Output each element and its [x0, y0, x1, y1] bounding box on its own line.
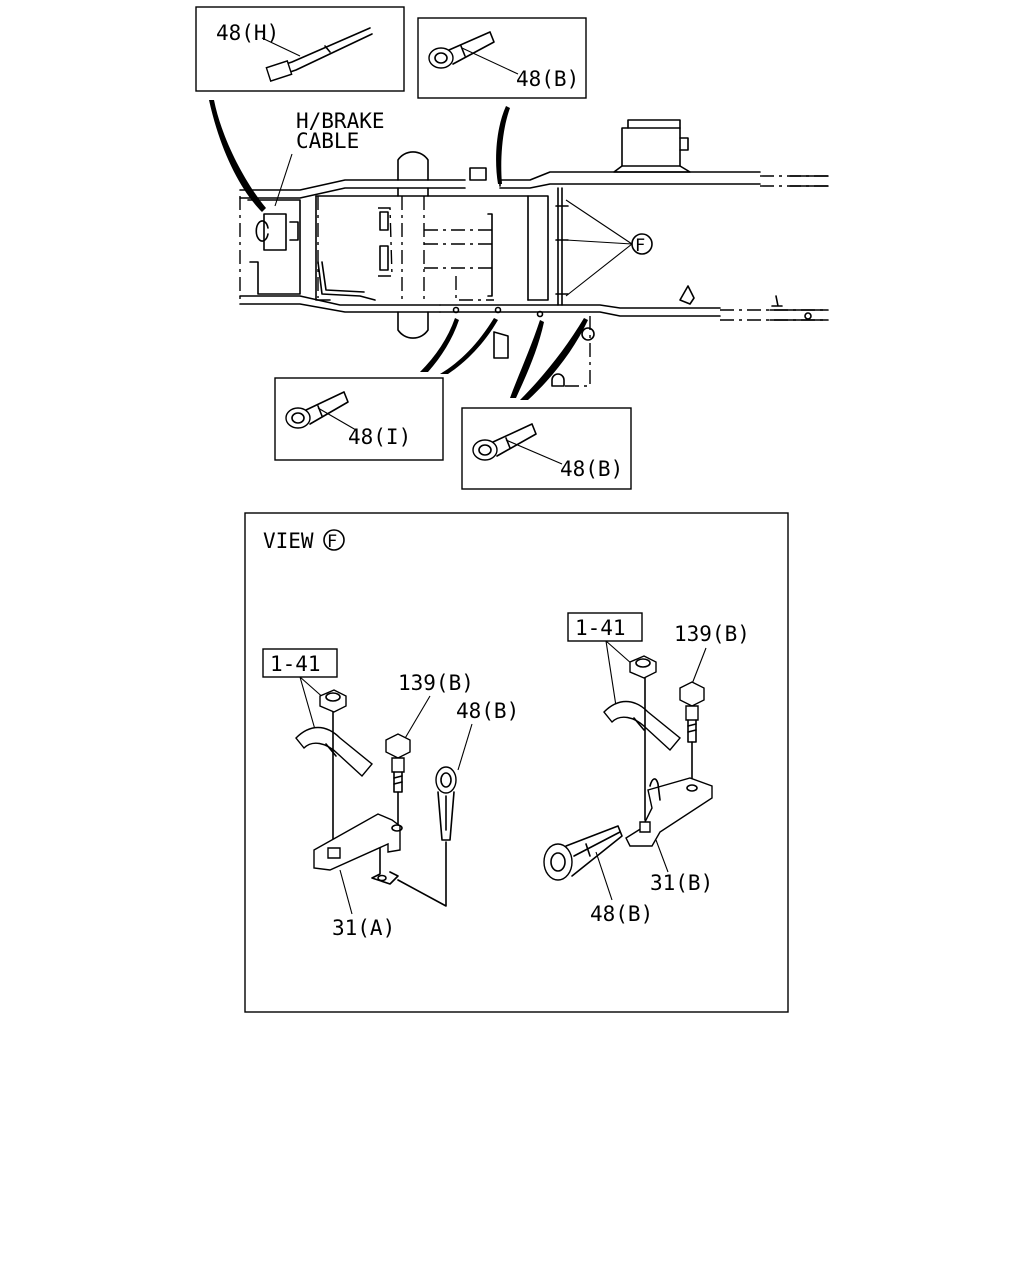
leader-48b-bottom-2 — [520, 318, 588, 400]
ref-right: 1-41 — [575, 616, 626, 640]
view-marker: F — [327, 532, 337, 552]
callout-48h: 48(H) — [195, 6, 405, 92]
clip-icon — [285, 391, 349, 429]
callout-48i: 48(I) — [274, 377, 444, 461]
callout-48b-bottom: 48(B) — [461, 407, 632, 490]
clip-right: 48(B) — [590, 902, 653, 926]
left-assembly: 1-41 139(B) 31(A) — [262, 648, 519, 940]
view-f-panel: VIEW F 1-41 139(B) — [244, 512, 789, 1013]
clip-icon — [428, 31, 495, 69]
ref-left: 1-41 — [270, 652, 321, 676]
bracket-left: 31(A) — [332, 916, 395, 940]
callout-48b-top: 48(B) — [417, 17, 587, 99]
bracket-right: 31(B) — [650, 871, 713, 895]
tank-box — [613, 119, 691, 173]
view-title: VIEW — [263, 529, 314, 553]
right-assembly: 1-41 139(B) 31(B) — [543, 612, 750, 926]
cable-tie-icon — [265, 27, 373, 82]
bolt-right: 139(B) — [674, 622, 750, 646]
leader-48i — [420, 318, 459, 372]
svg-text:F: F — [635, 236, 645, 256]
leader-48b-top — [496, 106, 510, 184]
label-48b-bottom: 48(B) — [560, 457, 623, 481]
label-48i: 48(I) — [348, 425, 411, 449]
clip-left: 48(B) — [456, 699, 519, 723]
view-f-marker: F — [631, 233, 653, 256]
leader-48b-bottom — [510, 320, 544, 398]
label-48b-top: 48(B) — [516, 67, 579, 91]
clip-icon — [472, 423, 537, 461]
bolt-left: 139(B) — [398, 671, 474, 695]
label-hbrake-2: CABLE — [296, 129, 359, 153]
leader-48i-b — [440, 318, 498, 374]
chassis-frame — [239, 119, 829, 387]
leader-48h — [209, 100, 266, 212]
label-hbrake-1: H/BRAKE — [296, 109, 385, 133]
